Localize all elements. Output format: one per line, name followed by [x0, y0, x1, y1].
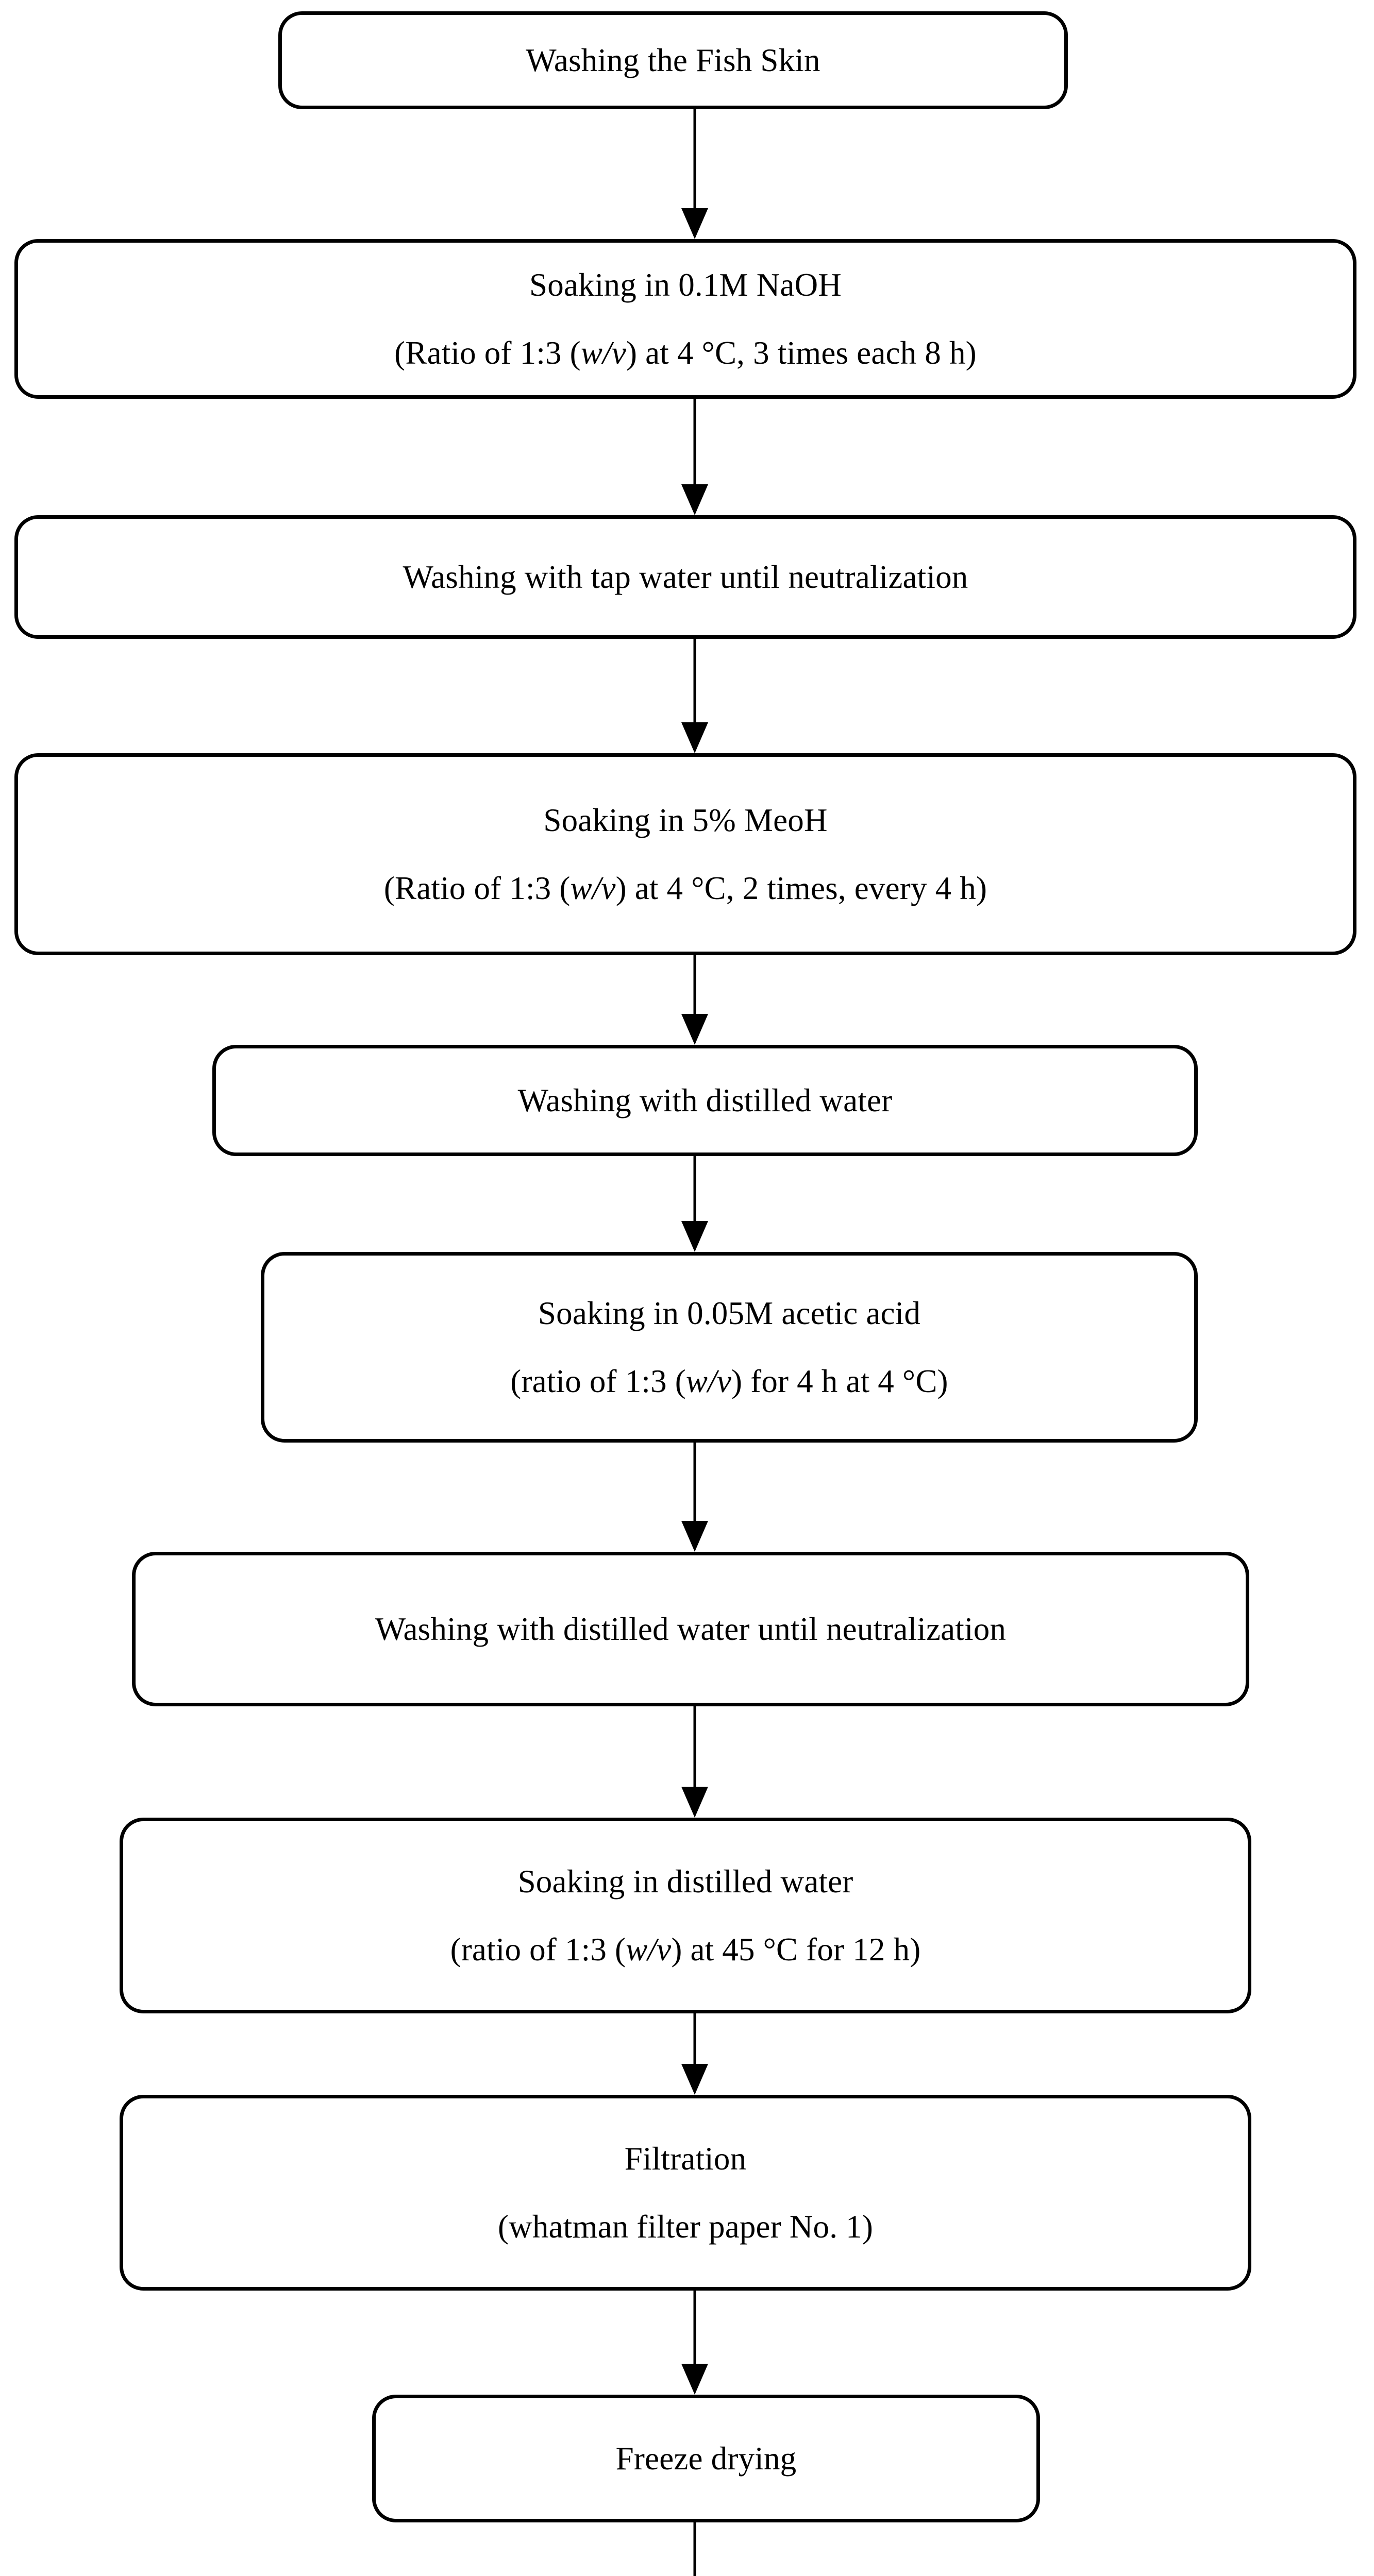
connector-shaft — [693, 399, 696, 484]
connector-1 — [679, 109, 710, 239]
node-line-primary: Soaking in distilled water — [517, 1863, 853, 1900]
connector-arrowhead — [681, 2064, 708, 2095]
connector-6 — [679, 1443, 710, 1552]
connector-shaft — [693, 639, 696, 722]
connector-arrowhead — [681, 1014, 708, 1045]
connector-shaft — [693, 109, 696, 208]
node-line-secondary: (whatman filter paper No. 1) — [497, 2209, 874, 2245]
connector-arrowhead — [681, 722, 708, 753]
node-line-primary: Soaking in 5% MeoH — [543, 802, 828, 838]
connector-shaft — [693, 2522, 696, 2576]
node-line-secondary: (ratio of 1:3 (w/v) at 45 °C for 12 h) — [450, 1931, 921, 1968]
wv-italic: w/v — [570, 870, 616, 906]
flow-node-washing-with-tap-water[interactable]: Washing with tap water until neutralizat… — [14, 515, 1356, 639]
node-line-primary: Soaking in 0.05M acetic acid — [538, 1295, 921, 1331]
connector-4 — [679, 955, 710, 1045]
connector-10 — [679, 2522, 710, 2576]
connector-5 — [679, 1156, 710, 1252]
node-line-secondary: (Ratio of 1:3 (w/v) at 4 °C, 2 times, ev… — [383, 870, 987, 906]
connector-arrowhead — [681, 1521, 708, 1552]
flow-node-soaking-in-distilled-water[interactable]: Soaking in distilled water (ratio of 1:3… — [120, 1818, 1251, 2013]
connector-shaft — [693, 1156, 696, 1221]
node-line-primary: Filtration — [624, 2140, 747, 2177]
node-line-primary: Washing with tap water until neutralizat… — [403, 558, 968, 595]
flow-node-washing-distilled-until-neutralization[interactable]: Washing with distilled water until neutr… — [132, 1552, 1249, 1706]
connector-3 — [679, 639, 710, 753]
flow-node-soaking-in-naoh[interactable]: Soaking in 0.1M NaOH (Ratio of 1:3 (w/v)… — [14, 239, 1356, 399]
wv-italic: w/v — [580, 335, 626, 371]
connector-arrowhead — [681, 1221, 708, 1252]
connector-arrowhead — [681, 1787, 708, 1818]
connector-arrowhead — [681, 484, 708, 515]
connector-7 — [679, 1706, 710, 1818]
connector-shaft — [693, 2291, 696, 2364]
flow-node-filtration[interactable]: Filtration (whatman filter paper No. 1) — [120, 2095, 1251, 2291]
connector-shaft — [693, 1706, 696, 1787]
node-line-primary: Washing with distilled water until neutr… — [375, 1611, 1007, 1647]
wv-italic: w/v — [626, 1931, 672, 1968]
wv-italic: w/v — [685, 1363, 732, 1399]
connector-shaft — [693, 2013, 696, 2064]
node-line-primary: Washing with distilled water — [517, 1082, 893, 1118]
connector-2 — [679, 399, 710, 515]
flow-node-soaking-in-acetic-acid[interactable]: Soaking in 0.05M acetic acid (ratio of 1… — [261, 1252, 1198, 1443]
node-line-secondary: (ratio of 1:3 (w/v) for 4 h at 4 °C) — [510, 1363, 948, 1399]
flow-node-soaking-in-meoh[interactable]: Soaking in 5% MeoH (Ratio of 1:3 (w/v) a… — [14, 753, 1356, 955]
connector-arrowhead — [681, 208, 708, 239]
node-line-primary: Washing the Fish Skin — [526, 42, 820, 78]
flow-node-washing-the-fish-skin[interactable]: Washing the Fish Skin — [278, 11, 1068, 109]
connector-arrowhead — [681, 2364, 708, 2395]
node-line-primary: Freeze drying — [615, 2440, 797, 2477]
connector-shaft — [693, 955, 696, 1014]
node-line-primary: Soaking in 0.1M NaOH — [529, 266, 842, 303]
flow-node-freeze-drying[interactable]: Freeze drying — [372, 2395, 1040, 2522]
connector-shaft — [693, 1443, 696, 1521]
connector-8 — [679, 2013, 710, 2095]
node-line-secondary: (Ratio of 1:3 (w/v) at 4 °C, 3 times eac… — [394, 335, 977, 371]
connector-9 — [679, 2291, 710, 2395]
flow-node-washing-with-distilled-water[interactable]: Washing with distilled water — [212, 1045, 1198, 1156]
